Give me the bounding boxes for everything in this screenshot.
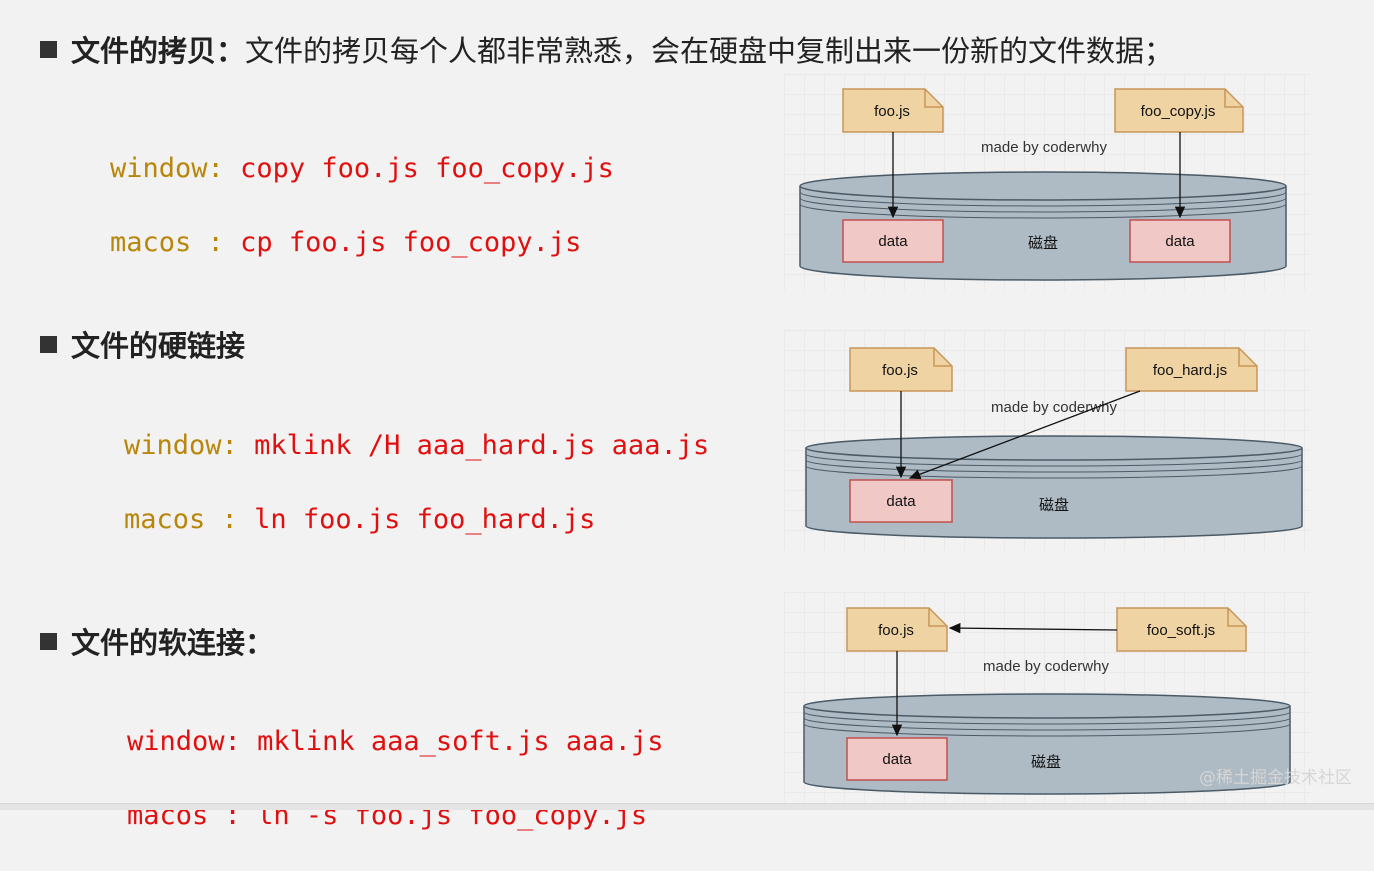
code-prefix: window: (127, 726, 241, 757)
file-icon-foo-soft (1116, 607, 1247, 652)
bullet-square-icon (40, 335, 57, 353)
bottom-scrollbar[interactable] (0, 803, 1374, 810)
code-command: mklink aaa_soft.js aaa.js (257, 726, 664, 757)
code-line: window: copy foo.js foo_copy.js (110, 150, 614, 187)
data-block-right (1129, 219, 1231, 263)
code-block-copy: window: copy foo.js foo_copy.js macos : … (110, 113, 614, 298)
data-label: data (886, 493, 916, 510)
code-prefix: macos : (110, 227, 224, 258)
diagram-credit: made by coderwhy (991, 399, 1117, 416)
file-icon-foo-copy (1114, 88, 1244, 133)
data-block-left (842, 219, 944, 263)
section-heading: 文件的软连接 (71, 626, 246, 660)
section-heading: 文件的拷贝 (71, 34, 217, 68)
file-name-left: foo.js (874, 103, 910, 120)
file-icon-foo (842, 88, 944, 133)
bullet-square-icon (40, 632, 57, 650)
file-icon-foo (846, 607, 948, 652)
code-line: macos : cp foo.js foo_copy.js (110, 224, 614, 261)
bullet-square-icon (40, 40, 57, 58)
heading-separator: ： (216, 34, 246, 68)
section-description: 文件的拷贝每个人都非常熟悉，会在硬盘中复制出来一份新的文件数据； (245, 34, 1174, 68)
file-name-right: foo_hard.js (1153, 362, 1227, 379)
file-name-right: foo_soft.js (1147, 622, 1215, 639)
code-prefix: window: (110, 153, 224, 184)
disk-label: 磁盘 (1028, 234, 1058, 252)
data-block (846, 737, 948, 781)
code-prefix: macos : (124, 504, 238, 535)
file-name-left: foo.js (878, 622, 914, 639)
code-line: window: mklink aaa_soft.js aaa.js (127, 723, 663, 760)
data-label: data (882, 751, 912, 768)
section-hardlink-heading-line: 文件的硬链接 (40, 323, 245, 365)
code-command: mklink /H aaa_hard.js aaa.js (254, 430, 710, 461)
section-softlink-heading-line: 文件的软连接 ： (40, 620, 274, 662)
diagram-hardlink: 磁盘 data foo.js foo_hard.js made by coder… (784, 330, 1310, 554)
file-name-left: foo.js (882, 362, 918, 379)
code-block-softlink: window: mklink aaa_soft.js aaa.js macos … (127, 686, 663, 871)
watermark: @稀土掘金技术社区 (1199, 768, 1352, 788)
file-icon-foo-hard (1125, 347, 1258, 392)
heading-separator: ： (245, 626, 275, 660)
diagram-credit: made by coderwhy (981, 139, 1107, 156)
code-line: macos : ln foo.js foo_hard.js (124, 501, 709, 538)
file-icon-foo (849, 347, 953, 392)
section-heading: 文件的硬链接 (71, 329, 246, 363)
disk-label: 磁盘 (1031, 753, 1061, 771)
file-name-right: foo_copy.js (1141, 103, 1216, 120)
code-block-hardlink: window: mklink /H aaa_hard.js aaa.js mac… (124, 390, 709, 575)
diagram-credit: made by coderwhy (983, 658, 1109, 675)
data-label-right: data (1165, 233, 1195, 250)
section-copy-heading-line: 文件的拷贝 ： 文件的拷贝每个人都非常熟悉，会在硬盘中复制出来一份新的文件数据； (40, 28, 1173, 70)
data-label-left: data (878, 233, 908, 250)
data-block (849, 479, 953, 523)
disk-label: 磁盘 (1039, 496, 1069, 514)
code-prefix: window: (124, 430, 238, 461)
diagram-softlink: 磁盘 data foo.js foo_soft.js made by coder… (784, 592, 1310, 806)
code-line: window: mklink /H aaa_hard.js aaa.js (124, 427, 709, 464)
diagram-copy: 磁盘 data data foo.js foo_copy.js made by … (784, 74, 1310, 294)
arrow-right (908, 390, 1141, 480)
code-command: copy foo.js foo_copy.js (240, 153, 614, 184)
arrow-soft-link (948, 622, 1118, 634)
code-command: cp foo.js foo_copy.js (240, 227, 582, 258)
code-command: ln foo.js foo_hard.js (254, 504, 596, 535)
